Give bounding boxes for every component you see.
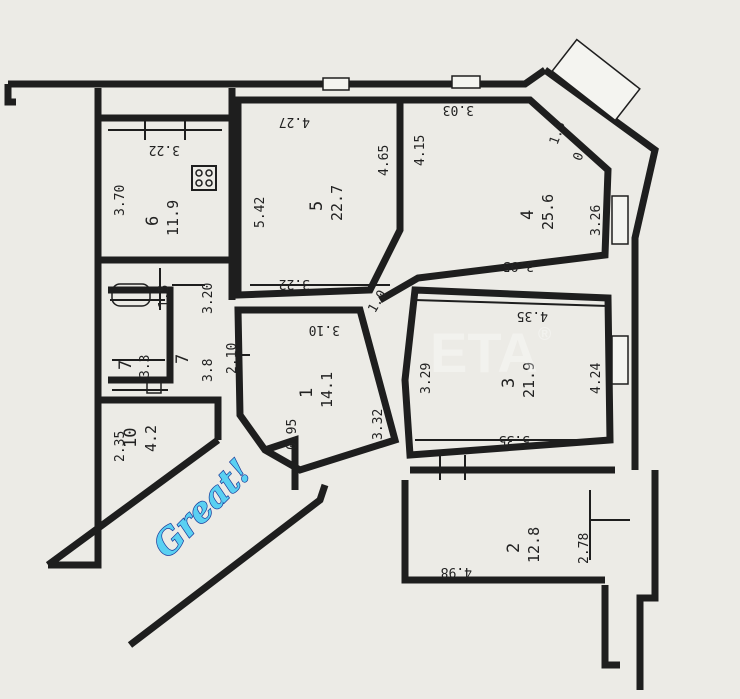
dim-r1-left: 2.10 bbox=[225, 343, 240, 374]
room-1-number: 1 bbox=[297, 388, 317, 398]
dim-bath-width: 1.5 bbox=[157, 285, 172, 308]
dim-r3-left: 3.29 bbox=[419, 363, 434, 394]
dim-r2-right: 2.78 bbox=[577, 533, 592, 564]
room-3-number: 3 bbox=[499, 378, 519, 388]
room-7-number: 7 bbox=[173, 354, 193, 364]
dim-r7-length: 3.20 bbox=[201, 283, 216, 314]
dim-r1-diag: 0.95 bbox=[285, 419, 300, 450]
room-2-area: 12.8 bbox=[525, 527, 543, 563]
room-10-number: 10 bbox=[121, 428, 141, 448]
windows bbox=[322, 38, 641, 385]
dim-r4-top: 3.03 bbox=[443, 102, 474, 117]
window-room-4 bbox=[451, 75, 481, 89]
dim-r4-left: 4.15 bbox=[413, 135, 428, 166]
dim-r3-bottom: 5.35 bbox=[499, 432, 530, 447]
room-5-number: 5 bbox=[307, 201, 327, 211]
room-5-area: 22.7 bbox=[328, 185, 346, 221]
watermark-registered-mark: ® bbox=[538, 324, 551, 344]
window-room-5 bbox=[322, 77, 350, 91]
bathtub-icon bbox=[111, 283, 162, 394]
dim-r6-left: 3.70 bbox=[113, 185, 128, 216]
room-4-area: 25.6 bbox=[539, 194, 557, 230]
dim-r1-top: 3.10 bbox=[309, 322, 340, 337]
dim-r4-bottom: 3.95 bbox=[503, 258, 534, 273]
room-9-number: 7 bbox=[116, 360, 136, 370]
room-4-number: 4 bbox=[518, 210, 538, 220]
dim-r5-top: 4.27 bbox=[279, 114, 310, 129]
interior-walls bbox=[98, 88, 615, 474]
dim-r1-right: 3.32 bbox=[371, 409, 386, 440]
dim-r7-width: 3.8 bbox=[201, 359, 216, 382]
dimension-labels: 4.27 5.42 4.65 3.22 3.03 4.15 1.5 0. 3.2… bbox=[113, 102, 604, 579]
dim-r2-bottom: 4.98 bbox=[441, 564, 472, 579]
outer-walls bbox=[4, 67, 659, 690]
room-6-number: 6 bbox=[143, 216, 163, 226]
stove-icon bbox=[191, 165, 217, 191]
dim-r5-right: 4.65 bbox=[377, 145, 392, 176]
dim-r4-right: 3.26 bbox=[589, 205, 604, 236]
dim-r5-bottom: 3.22 bbox=[279, 276, 310, 291]
window-room-4-side bbox=[611, 195, 629, 245]
dim-r6-top: 3.22 bbox=[149, 142, 180, 157]
room-labels: 5 22.7 4 25.6 6 11.9 3 21.9 1 14.1 2 12.… bbox=[116, 185, 557, 563]
room-6-area: 11.9 bbox=[164, 200, 182, 236]
watermark-text: ETA bbox=[430, 321, 538, 384]
dim-r3-right: 4.24 bbox=[589, 363, 604, 394]
room-3-area: 21.9 bbox=[520, 362, 538, 398]
dim-r5-left: 5.42 bbox=[253, 197, 268, 228]
window-bay bbox=[551, 38, 641, 122]
room-10-area: 4.2 bbox=[142, 425, 160, 452]
partition-lines bbox=[108, 118, 630, 560]
window-room-3-side bbox=[611, 335, 629, 385]
room-1-area: 14.1 bbox=[318, 372, 336, 408]
dim-r4-corner2: 0. bbox=[571, 143, 590, 163]
dim-r3-top: 4.35 bbox=[517, 308, 548, 323]
room-7-area: 3.3 bbox=[138, 355, 153, 378]
watermark: ETA ® bbox=[430, 321, 551, 384]
dim-r10-left: 2.35 bbox=[113, 431, 128, 462]
room-2-number: 2 bbox=[504, 543, 524, 553]
